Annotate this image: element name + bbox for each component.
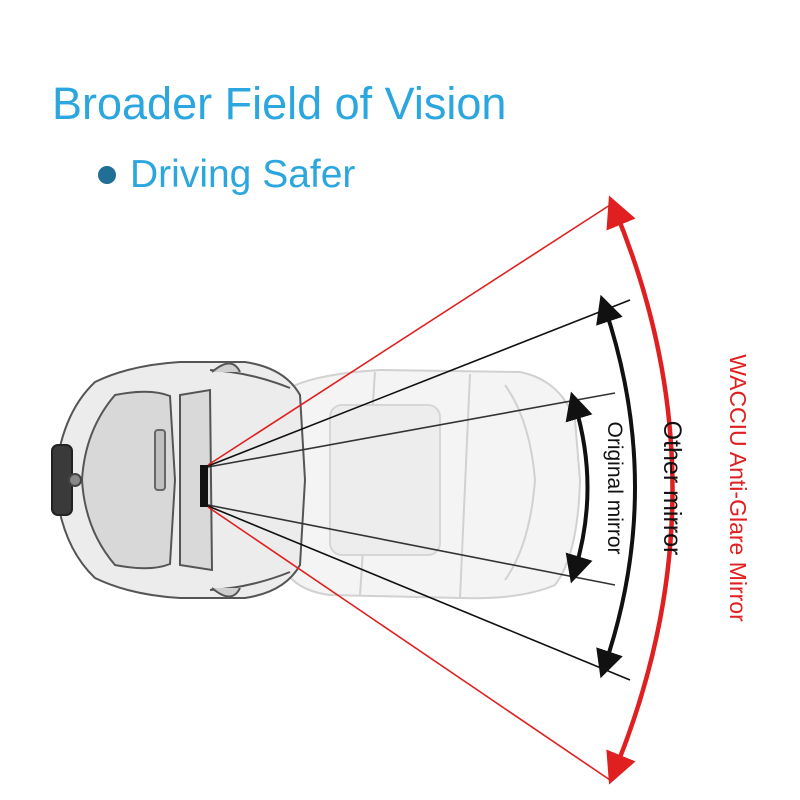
other-mirror-lines <box>207 299 631 681</box>
wacciu-mirror-lines <box>207 204 611 781</box>
mirror-marker <box>200 465 208 507</box>
other-mirror-label: Other mirror <box>658 421 686 556</box>
bullet-line: Driving Safer <box>98 152 355 198</box>
original-mirror-lines <box>207 392 616 586</box>
bullet-text: Driving Safer <box>130 153 356 196</box>
page-title: Broader Field of Vision <box>52 78 507 129</box>
wacciu-mirror-label: WACCIU Anti-Glare Mirror <box>725 354 751 622</box>
original-mirror-label: Original mirror <box>603 421 626 554</box>
wacciu-mirror-arc <box>606 195 675 785</box>
front-car <box>51 361 307 599</box>
rear-car-ghost <box>279 368 582 600</box>
original-mirror-arc <box>565 391 593 584</box>
bullet-dot-icon <box>98 166 116 184</box>
